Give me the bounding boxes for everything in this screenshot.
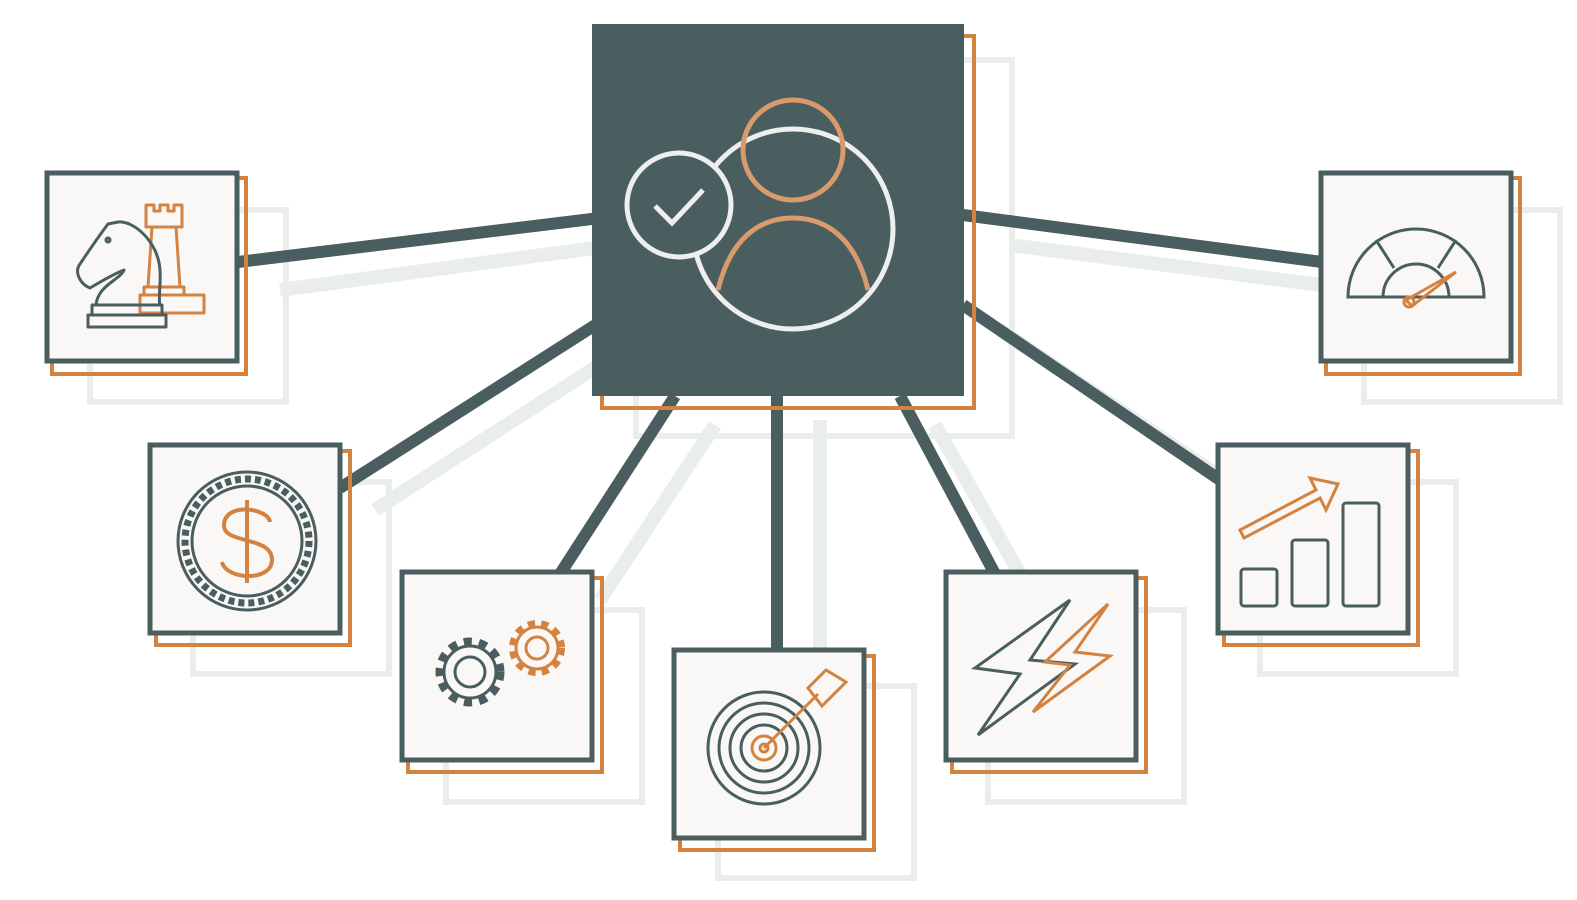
user-shoulders — [715, 215, 871, 291]
user-head — [740, 97, 846, 203]
gauge-hub — [1402, 295, 1416, 309]
tile — [943, 569, 1139, 763]
lightning-icon — [971, 598, 1114, 737]
shadow-connector — [279, 235, 641, 297]
tile — [1318, 170, 1514, 364]
node-target — [671, 647, 876, 852]
connector-operations — [554, 392, 681, 578]
gauge-tick — [1436, 239, 1458, 269]
node-operations — [399, 569, 604, 774]
connector-growth — [959, 300, 1224, 485]
gauge-inner — [1381, 262, 1451, 298]
connector-money — [336, 316, 604, 494]
speedometer-icon — [1346, 227, 1486, 309]
gauge-outer — [1346, 227, 1486, 299]
bar-large — [1341, 501, 1381, 608]
shadow-connector — [371, 339, 634, 516]
bar-medium — [1290, 538, 1330, 608]
check-badge — [624, 150, 734, 260]
node-performance — [1318, 170, 1522, 376]
gauge-tick — [1374, 239, 1396, 269]
dollar-coin-icon — [176, 470, 318, 612]
small-gear — [509, 620, 565, 676]
checkmark — [653, 188, 705, 227]
gauge-needle — [1403, 270, 1457, 308]
connector-strategy — [237, 212, 601, 268]
connector-layer — [237, 209, 1323, 650]
shadow-connector — [594, 421, 721, 604]
hub-node — [592, 24, 976, 410]
knight-piece — [76, 220, 168, 329]
node-growth — [1215, 442, 1420, 647]
node-energy — [943, 569, 1148, 774]
growth-arrow — [1238, 475, 1341, 541]
node-strategy — [44, 170, 248, 376]
large-gear — [435, 637, 505, 707]
tile — [44, 170, 240, 364]
connector-energy — [894, 393, 1001, 577]
growth-chart-icon — [1238, 475, 1381, 608]
connector-performance — [962, 209, 1323, 268]
gears-icon — [435, 620, 565, 707]
target-arrow-icon — [706, 668, 849, 806]
node-money — [147, 442, 352, 647]
rook-piece — [138, 203, 206, 315]
shadow-connector — [1009, 238, 1361, 297]
chess-icon — [76, 203, 206, 329]
bar-small — [1239, 567, 1279, 608]
user-check-icon — [624, 97, 896, 332]
